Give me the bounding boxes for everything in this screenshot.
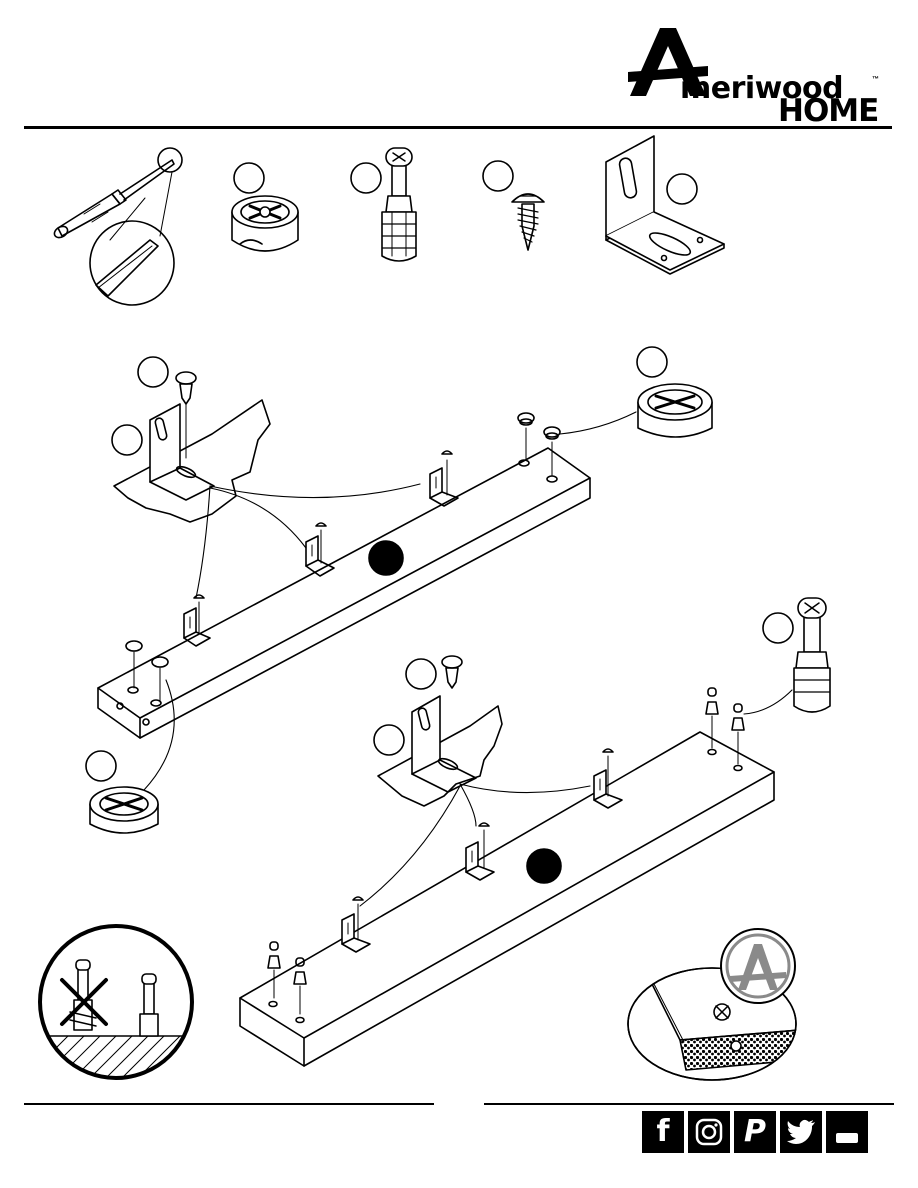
instagram-glyph: [694, 1117, 724, 1147]
pinterest-icon[interactable]: P: [734, 1111, 776, 1153]
upper-detail-bracket-callout: [112, 357, 270, 522]
cam-callout-upper-right: [560, 347, 712, 437]
youtube-icon[interactable]: [826, 1111, 868, 1153]
lower-detail-bracket-callout: [374, 656, 502, 806]
hardware-label-circle-1: [234, 163, 264, 193]
cam-post-callout-lower-right: [744, 598, 830, 714]
hardware-label-circle-3: [483, 161, 513, 191]
twitter-icon[interactable]: [780, 1111, 822, 1153]
step-marker-lower: [527, 849, 561, 883]
footer-divider-left: [24, 1103, 434, 1105]
step-marker-upper: [369, 541, 403, 575]
hardware-label-circle-2: [351, 163, 381, 193]
hardware-label-circle-4: [667, 174, 697, 204]
screwdriver-icon: [52, 148, 182, 305]
pinterest-glyph: P: [744, 1117, 766, 1147]
facebook-glyph: f: [656, 1117, 669, 1147]
facebook-icon[interactable]: f: [642, 1111, 684, 1153]
footer-divider-right: [484, 1103, 894, 1105]
edge-detail-inset: [628, 929, 800, 1080]
twitter-bird-glyph: [786, 1119, 816, 1145]
social-links: f P: [642, 1111, 868, 1153]
instagram-icon[interactable]: [688, 1111, 730, 1153]
cam-post-icon: [382, 148, 416, 261]
upper-cam-right-1: [518, 413, 534, 460]
floor-caution-inset: [30, 926, 200, 1080]
youtube-glyph: [832, 1117, 862, 1147]
l-bracket-icon: [606, 136, 724, 274]
cam-lock-icon: [232, 196, 298, 251]
screw-icon: [512, 194, 544, 250]
